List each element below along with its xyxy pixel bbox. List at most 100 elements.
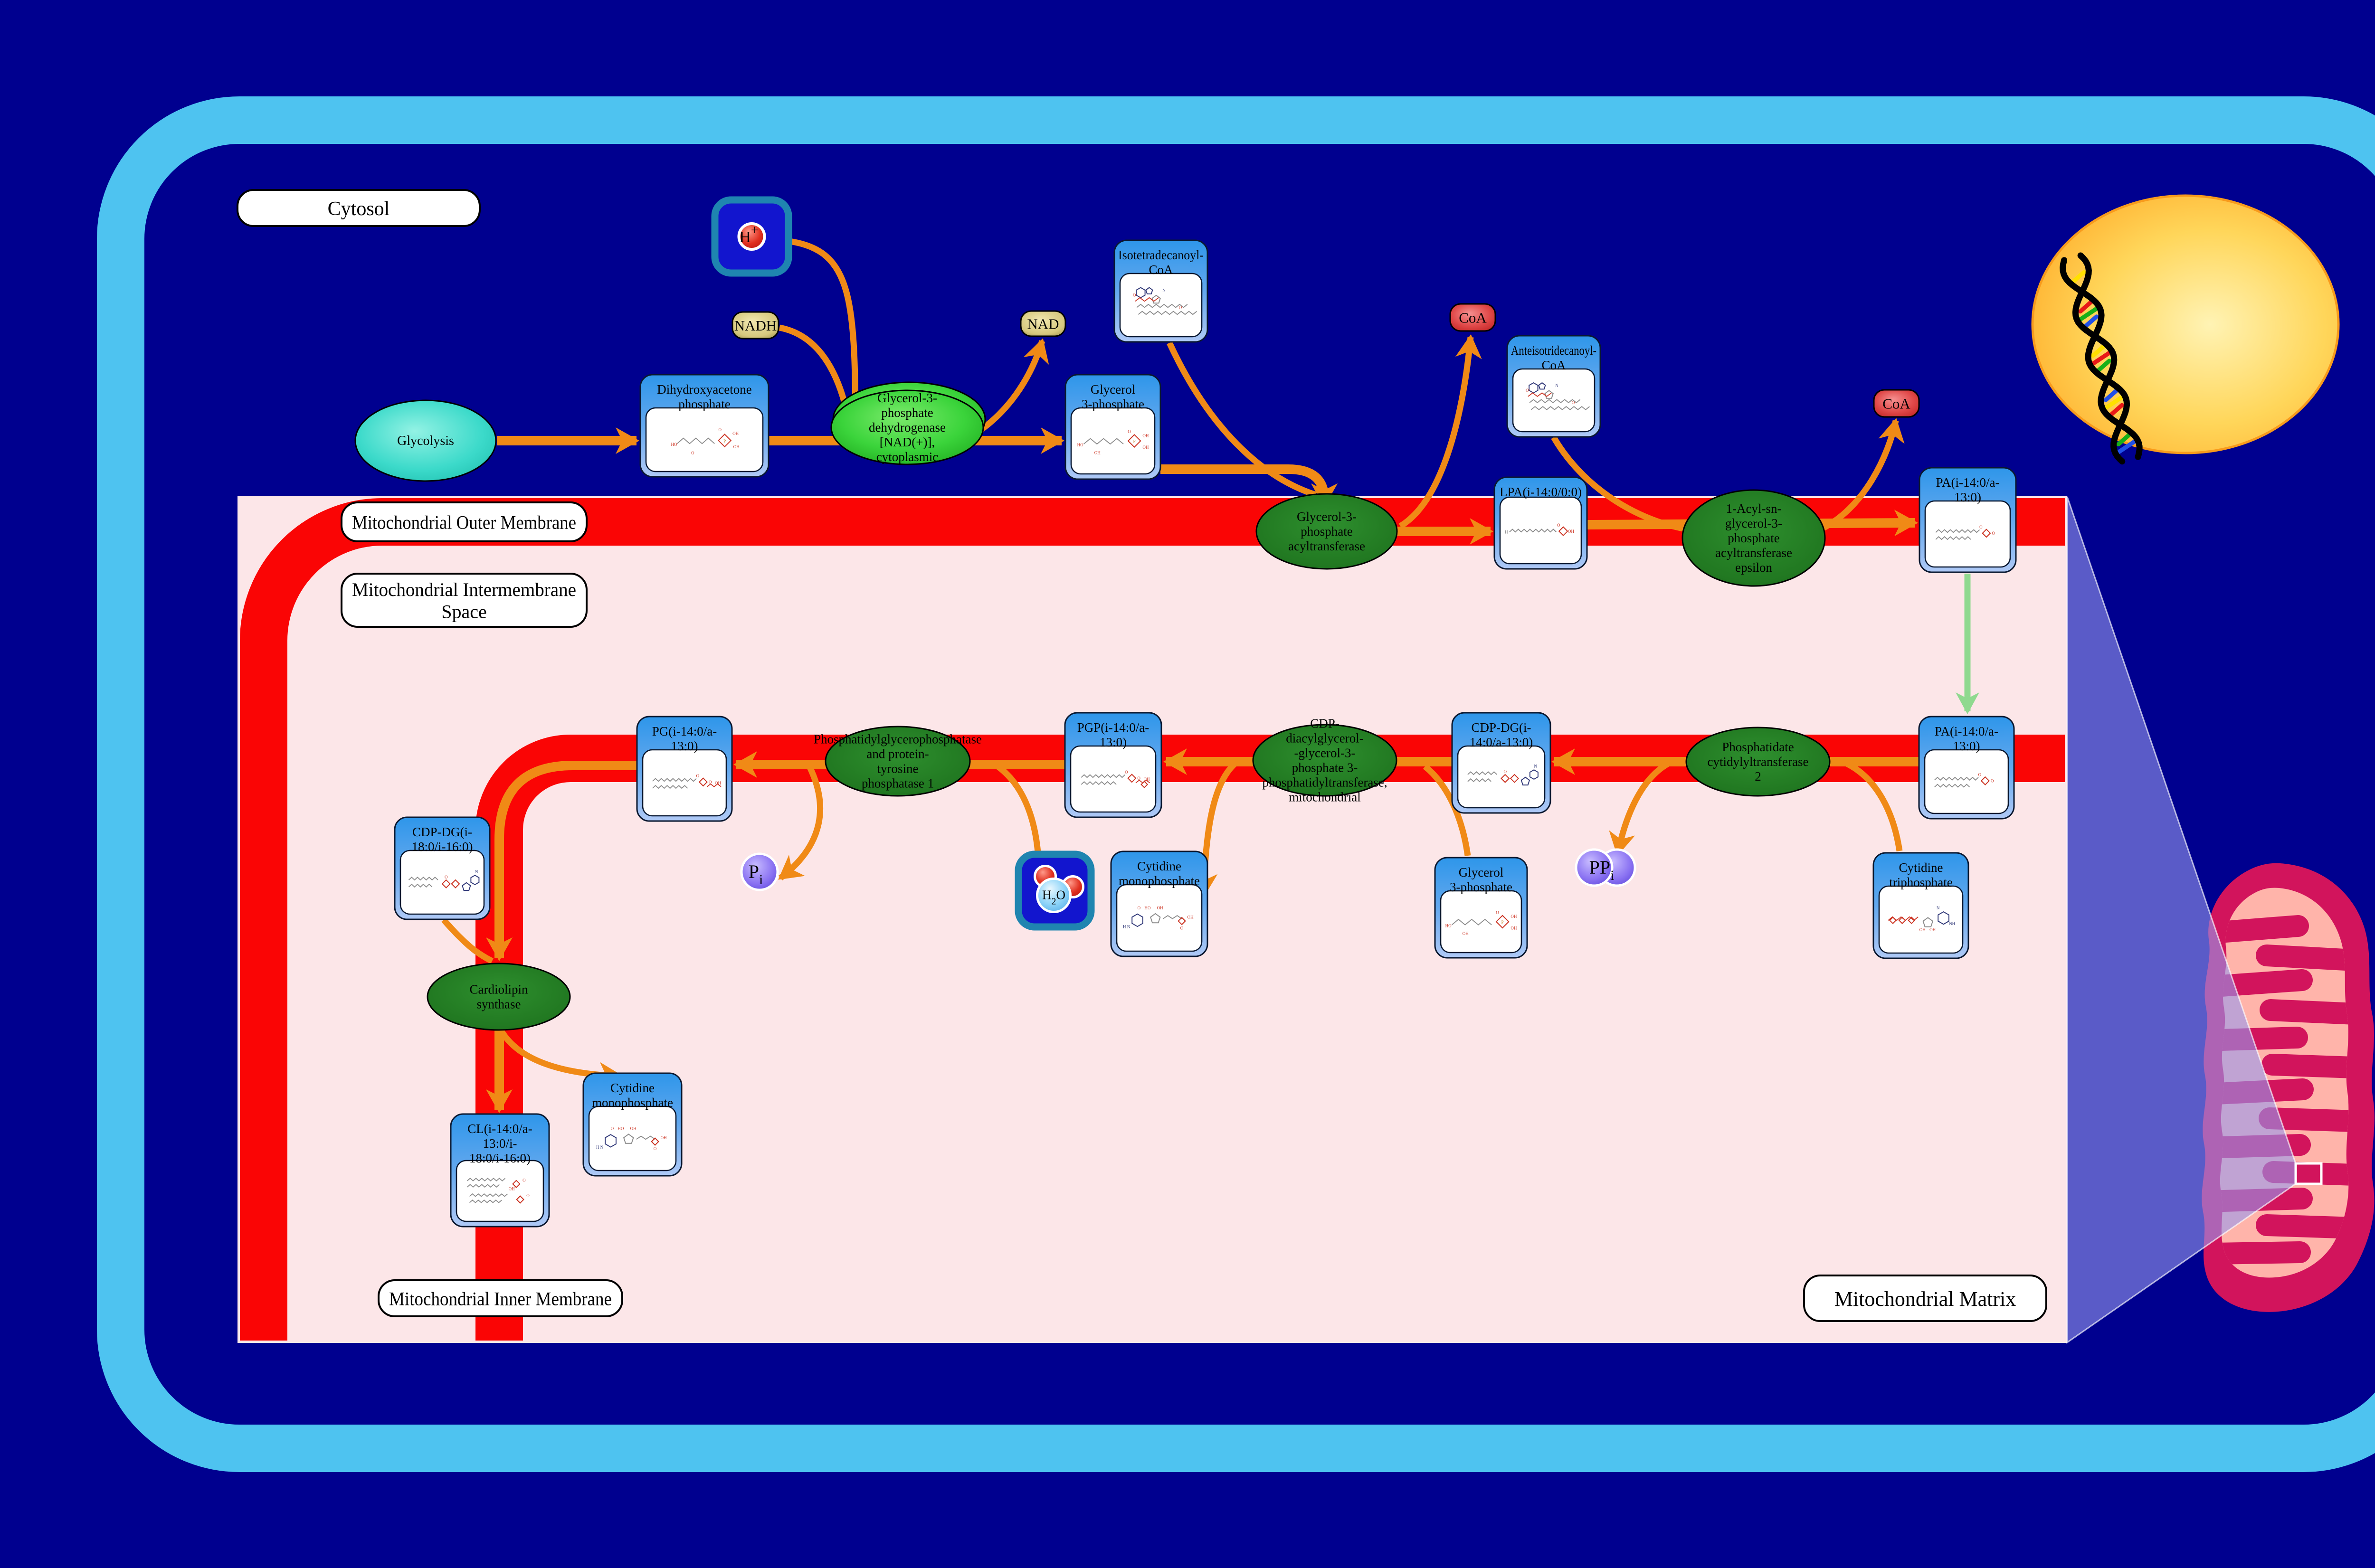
bond-zigzag [677,437,715,444]
bond-zigzag [1135,297,1159,302]
enzyme-body[interactable] [1255,493,1398,570]
metabolite-cdp-dg-14-13[interactable]: CDP-DG(i-14:0/a-13:0)ON [1451,712,1551,814]
svg-text:O: O [1557,523,1560,528]
cofactor-coa-1[interactable]: CoA [1449,303,1496,332]
ring-structure [1136,287,1146,299]
svg-text:O: O [526,1193,530,1198]
bond-zigzag [1081,781,1117,785]
metabolite-cdp-dg-18-16[interactable]: CDP-DG(i-18:0/i-16:0)ON [394,816,491,920]
svg-text:N: N [1937,906,1940,910]
ring-structure [1495,915,1510,929]
enzyme-cdp-dg-g3p-phosphatidyltransferase[interactable]: CDP-diacylglycerol--glycerol-3-phosphate… [1252,717,1397,804]
ring-structure [1520,776,1530,786]
metabolite-pa-bottom[interactable]: PA(i-14:0/a-13:0)OO [1918,716,2015,820]
cofactor-label: CoA [1882,396,1910,412]
enzyme-body[interactable] [1685,727,1831,797]
metabolite-title: PGP(i-14:0/a-13:0) [1077,720,1150,749]
cofactor-capsule[interactable] [1020,310,1066,337]
metabolite-pa-top[interactable]: PA(i-14:0/a-13:0)OO [1919,467,2017,573]
ring-structure [512,1180,521,1189]
enzyme-body[interactable] [830,389,984,465]
cofactor-coa-2[interactable]: CoA [1873,389,1920,418]
svg-text:OH: OH [1510,914,1517,919]
process-label: Glycolysis [397,434,454,448]
arrow-pi-out [778,764,823,881]
cofactor-capsule[interactable] [732,311,779,340]
svg-text:HO: HO [671,442,677,447]
structure-panel [1070,407,1156,475]
ring-structure [1151,294,1161,304]
ion-ball[interactable] [1575,848,1614,887]
bond-zigzag [1934,784,1970,788]
ion-pi[interactable]: Pi [740,852,779,891]
cofactor-capsule[interactable] [1873,389,1920,418]
svg-text:P: P [1501,920,1504,925]
process-body[interactable] [354,399,497,482]
svg-text:O: O [1991,779,1994,784]
svg-text:O: O [1179,305,1182,310]
label-text: Mitochondrial Inner Membrane [389,1288,612,1309]
svg-text:OH: OH [630,1126,636,1131]
cofactor-nadh[interactable]: NADH [732,311,779,340]
bond-zigzag [1451,918,1492,926]
bond-zigzag [1935,536,1971,540]
structure-panel [1878,885,1964,954]
svg-text:O: O [709,780,712,784]
label-text: Mitochondrial Matrix [1834,1287,2016,1311]
ion-ppi[interactable]: PPi [1575,848,1636,887]
process-glycolysis[interactable]: Glycolysis [354,399,497,482]
enzyme-body[interactable] [1252,724,1397,797]
svg-text:O: O [1978,773,1982,777]
compartment-label-outer-membrane: Mitochondrial Outer Membrane [341,501,588,542]
svg-text:O: O [1125,770,1128,775]
svg-text:HO: HO [618,1126,624,1131]
bond-zigzag [1934,776,1979,781]
metabolite-title: PA(i-14:0/a-13:0) [1936,475,2000,504]
svg-text:OH: OH [1094,450,1101,455]
ring-structure [462,882,471,891]
cofactor-nad[interactable]: NAD [1020,310,1066,337]
svg-text:OH: OH [1463,931,1469,936]
arrow-coa2-out [1817,418,1905,533]
ionbox-h-plus[interactable]: H+ [711,196,792,277]
ion-label: PPi [1589,857,1615,883]
metabolite-title: CDP-DG(i-18:0/i-16:0) [412,825,473,854]
ionbox-h2o[interactable]: H2O [1015,850,1095,931]
svg-text:H: H [1505,530,1508,535]
enzyme-body[interactable] [825,726,971,797]
enzyme-body[interactable] [1682,489,1826,587]
dna-rung [2082,314,2099,329]
svg-text:OH: OH [1142,433,1149,438]
cofactor-capsule[interactable] [1449,303,1496,332]
structure-panel [1440,890,1522,954]
structure-panel [588,1105,677,1171]
ion-ball[interactable] [740,852,779,891]
bond-zigzag [1081,774,1126,778]
enzyme-body[interactable] [427,963,571,1031]
